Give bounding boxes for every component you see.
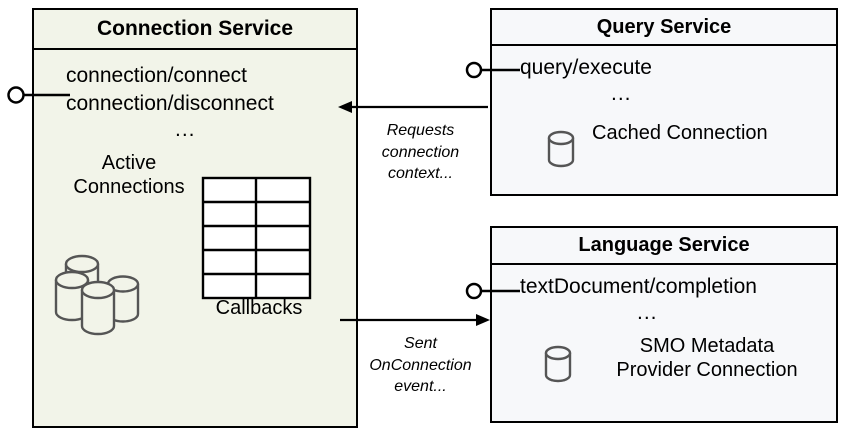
arrow-label-sent-line3: event... — [394, 378, 447, 396]
caption-active-connections: Active Connections — [54, 152, 204, 199]
caption-callbacks-line1: Connection — [208, 250, 310, 272]
arrow-connection-to-language — [340, 314, 490, 326]
query-service-body: query/execute ... Cached Connection — [492, 46, 836, 194]
caption-smo-metadata-provider-connection: SMO Metadata Provider Connection — [582, 335, 832, 382]
query-service-title: Query Service — [492, 10, 836, 46]
caption-active-connections-line1: Active — [101, 152, 157, 174]
arrow-label-sent-onconnection-event: Sent OnConnection event... — [358, 333, 483, 398]
component-box-language-service[interactable]: Language Service textDocument/completion… — [490, 226, 838, 423]
arrow-query-to-connection — [338, 101, 488, 113]
caption-active-connections-line2: Connections — [73, 175, 185, 198]
arrow-label-sent-line2: OnConnection — [369, 356, 472, 374]
language-service-body: textDocument/completion ... SMO Metadata… — [492, 265, 836, 421]
language-service-ellipsis: ... — [637, 301, 658, 324]
caption-callbacks-line3: Callbacks — [215, 297, 303, 320]
connection-service-ellipsis: ... — [175, 118, 196, 141]
query-service-ellipsis: ... — [611, 82, 632, 105]
caption-cached-connection: Cached Connection — [592, 122, 768, 144]
caption-smo-line1: SMO Metadata — [639, 335, 775, 357]
arrow-label-sent-line1: Sent — [404, 335, 437, 352]
component-box-connection-service[interactable]: Connection Service connection/connect co… — [32, 8, 358, 428]
operation-textdocument-completion[interactable]: textDocument/completion — [520, 275, 757, 298]
operation-query-execute[interactable]: query/execute — [520, 56, 652, 79]
arrow-label-requests-line2: connection — [381, 143, 460, 161]
operation-connection-disconnect[interactable]: connection/disconnect — [66, 92, 274, 115]
caption-smo-line2: Provider Connection — [616, 358, 798, 381]
arrow-label-requests-line3: context... — [388, 165, 453, 183]
component-box-query-service[interactable]: Query Service query/execute ... Cached C… — [490, 8, 838, 196]
operation-connection-connect[interactable]: connection/connect — [66, 64, 247, 87]
connection-service-title: Connection Service — [34, 10, 356, 50]
caption-callbacks-line2: Event — [233, 273, 285, 296]
language-service-title: Language Service — [492, 228, 836, 265]
arrow-label-requests-connection-context: Requests connection context... — [358, 120, 483, 185]
connection-service-body: connection/connect connection/disconnect… — [34, 50, 356, 426]
arrow-label-requests-line1: Requests — [386, 122, 455, 139]
caption-connection-event-callbacks: Connection Event Callbacks — [174, 250, 344, 321]
